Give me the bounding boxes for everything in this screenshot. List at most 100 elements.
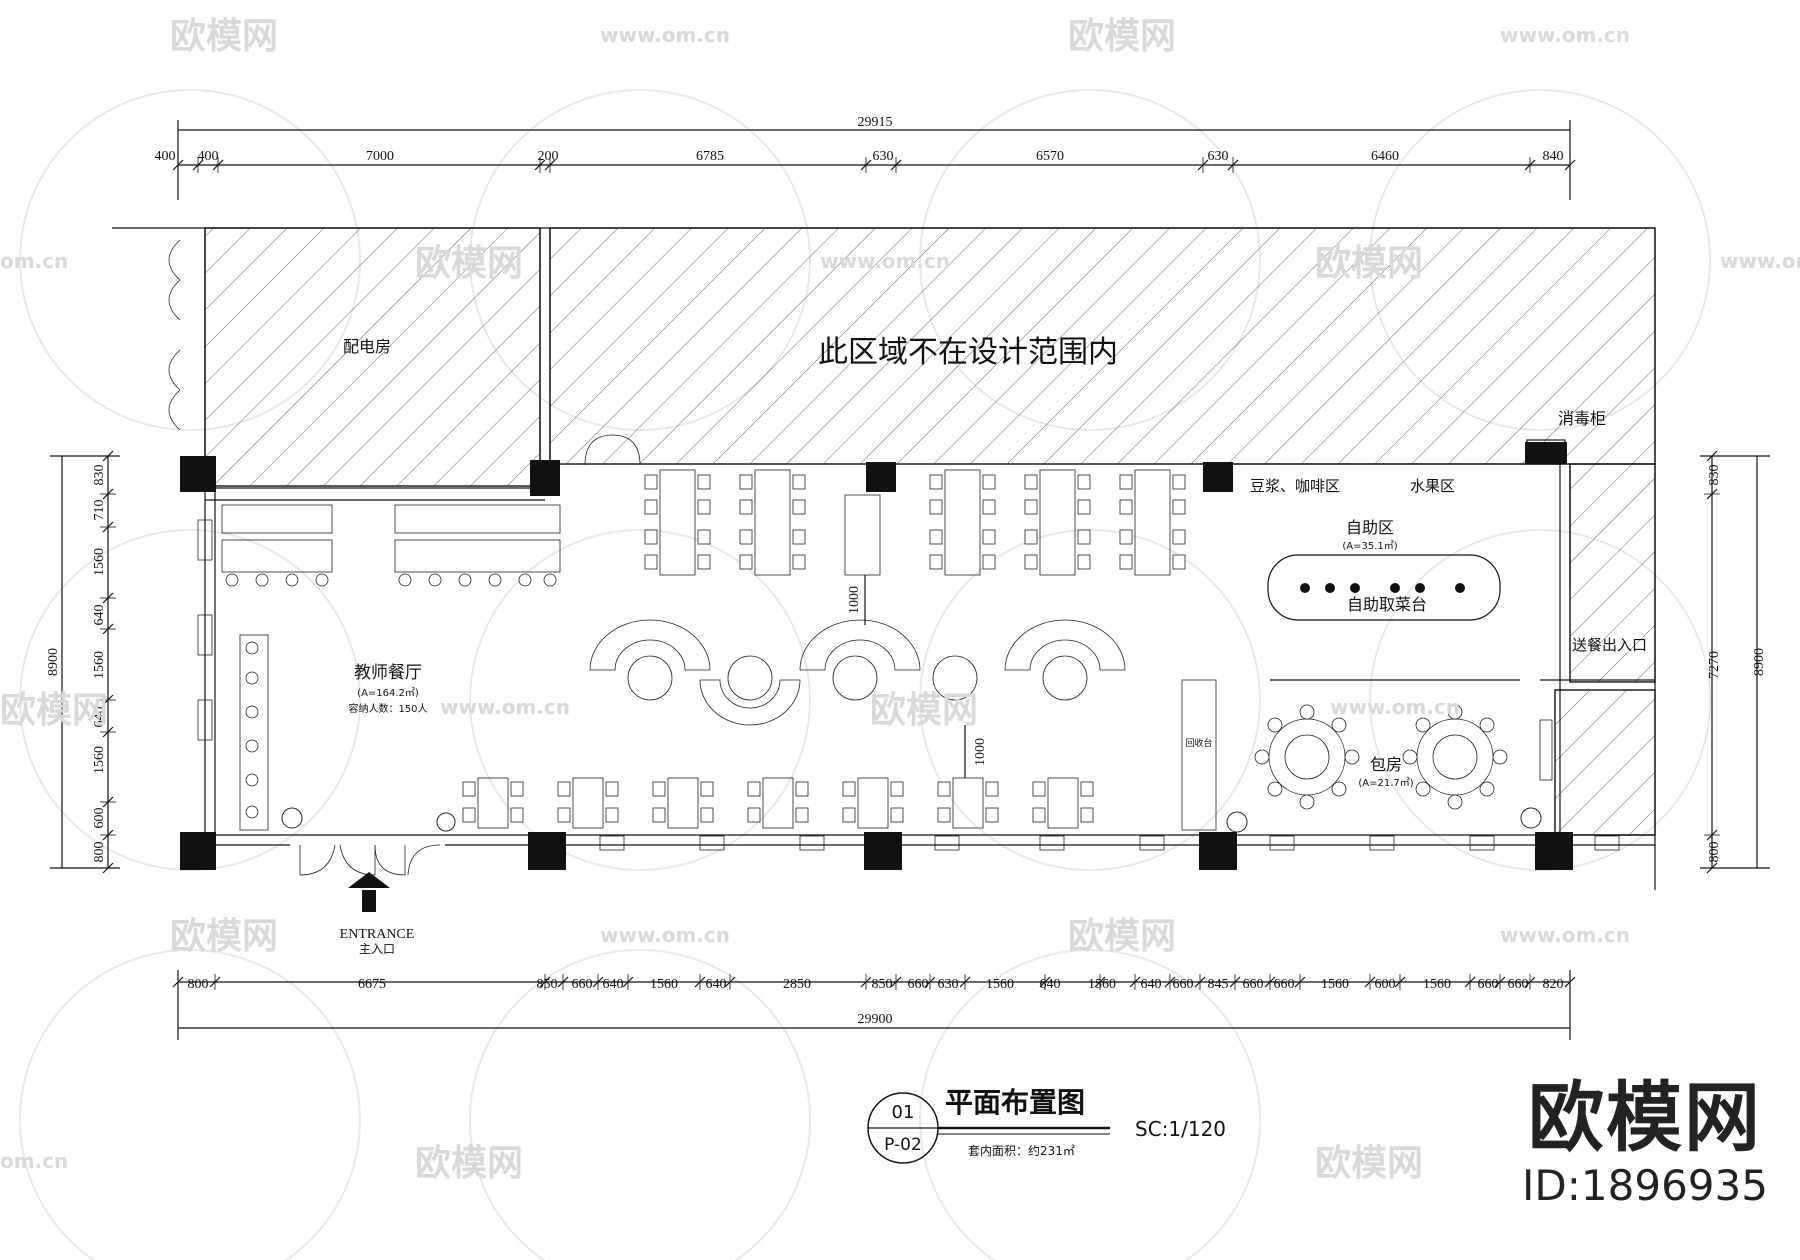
watermark-url: www.om.cn [1330,695,1460,719]
left-dim-7: 1560 [92,746,107,774]
right-dim-1: 830 [1707,465,1722,486]
left-dim-5: 1560 [92,651,107,679]
bottom-dim-16: 660 [1173,977,1194,992]
watermark-logo: 欧模网 [415,243,523,284]
lower-dining-tables [477,777,1079,829]
out-of-scope-area [549,227,1656,465]
window-mullions [197,519,1620,851]
top-dim-2: 400 [198,149,219,164]
watermark-url: www.om.cn [1500,923,1630,947]
bottom-dim-4: 660 [572,977,593,992]
out-of-scope-label: 此区域不在设计范围内 [818,335,1118,370]
bottom-dim-15: 640 [1141,977,1162,992]
left-dim-3: 1560 [92,548,107,576]
entrance-arrow-icon [348,872,390,888]
private-room-area: (A=21.7㎡) [1358,777,1413,789]
walls [112,227,1656,890]
bottom-total-dim: 29900 [858,1012,893,1027]
sheet-number: P-02 [884,1135,922,1155]
title-block [867,1092,1110,1164]
watermark-url: www.om.cn [600,23,730,47]
bottom-dim-3: 850 [537,977,558,992]
brand-logo: 欧模网 [1528,1073,1762,1162]
top-total-dim: 29915 [858,115,893,130]
booth-seating [221,504,561,831]
private-room-label: 包房 [1370,755,1402,774]
plant-icons [281,807,1542,833]
top-dim-10: 840 [1543,149,1564,164]
teacher-dining-capacity: 容纳人数：150人 [348,702,427,715]
watermark-url: www.om.cn [440,695,570,719]
bottom-dim-8: 2850 [783,977,811,992]
bottom-dim-22: 1560 [1423,977,1451,992]
bottom-dim-18: 660 [1243,977,1264,992]
right-dim-2: 7270 [1707,651,1722,679]
top-dim-5: 6785 [696,149,724,164]
bottom-dim-24: 660 [1508,977,1529,992]
soy-coffee-label: 豆浆、咖啡区 [1250,477,1340,495]
watermark-url: www.om.cn [600,923,730,947]
brand-block: 欧模网 ID:1896935 [1510,1075,1780,1211]
watermark-logo: 欧模网 [1068,16,1176,57]
top-dim-3: 7000 [366,149,394,164]
recycle-label: 回收台 [1185,737,1212,749]
top-dim-6: 630 [873,149,894,164]
bottom-dim-12: 1560 [986,977,1014,992]
buffet-heaters [1300,583,1465,593]
watermark-logo: 欧模网 [170,16,278,57]
right-total-dim: 8900 [1752,648,1767,676]
watermark-url: om.cn [0,249,68,273]
top-dim-4: 200 [538,149,559,164]
aisle-dim-2: 1000 [973,738,988,766]
watermark-logo: 欧模网 [170,916,278,957]
bottom-dim-20: 1560 [1321,977,1349,992]
left-dim-6: 640 [92,707,107,728]
left-dim-1: 830 [92,465,107,486]
private-room-chairs [1254,704,1508,810]
bottom-dim-11: 630 [938,977,959,992]
structural-columns [180,442,1573,870]
power-room-label: 配电房 [343,337,391,356]
bottom-dim-7: 640 [706,977,727,992]
bottom-dim-2: 6675 [358,977,386,992]
right-dim-3: 800 [1707,842,1722,863]
entrance-label-en: ENTRANCE [340,927,415,942]
fruit-label: 水果区 [1410,477,1455,495]
bottom-dim-10: 660 [908,977,929,992]
teacher-dining-label: 教师餐厅 [354,663,422,683]
bottom-dim-23: 660 [1478,977,1499,992]
teacher-dining-area: (A=164.2㎡) [357,687,419,699]
watermark-logo: 欧模网 [415,1143,523,1184]
drawing-scale: SC:1/120 [1135,1117,1226,1141]
watermark-url: www.om.cn [820,249,950,273]
aisle-dimension-lines [864,575,966,778]
bottom-dim-17: 845 [1208,977,1229,992]
watermark-url: www.om.cn [1500,23,1630,47]
left-dim-2: 710 [92,500,107,521]
buffet-counter-label: 自助取菜台 [1347,595,1427,614]
watermark-logo: 欧模网 [1068,916,1176,957]
top-dim-1: 400 [155,149,176,164]
watermark-logo: 欧模网 [1315,1143,1423,1184]
watermark-url: www.om.cn [1720,249,1800,273]
watermark-texts: 欧模网 欧模网 www.om.cn www.om.cn 欧模网 欧模网 om.c… [0,16,1800,1184]
watermark-url: om.cn [0,1149,68,1173]
bottom-dim-25: 820 [1543,977,1564,992]
bottom-dim-6: 1560 [650,977,678,992]
self-service-label: 自助区 [1346,518,1394,537]
round-booths [589,619,1126,726]
dimension-ticks [100,157,1720,990]
area-note: 套内面积：约231㎡ [968,1143,1075,1158]
lower-table-chairs [462,781,1094,823]
left-dim-9: 800 [92,842,107,863]
bottom-dim-5: 640 [603,977,624,992]
bottom-dim-21: 600 [1375,977,1396,992]
bottom-dim-19: 660 [1274,977,1295,992]
power-room-area [204,227,541,487]
drawing-title: 平面布置图 [945,1086,1085,1119]
buffet-counter [1267,554,1501,621]
brand-id: ID:1896935 [1522,1161,1768,1210]
bottom-dim-14: 1560 [1088,977,1116,992]
entrance-label-cn: 主入口 [359,942,395,956]
